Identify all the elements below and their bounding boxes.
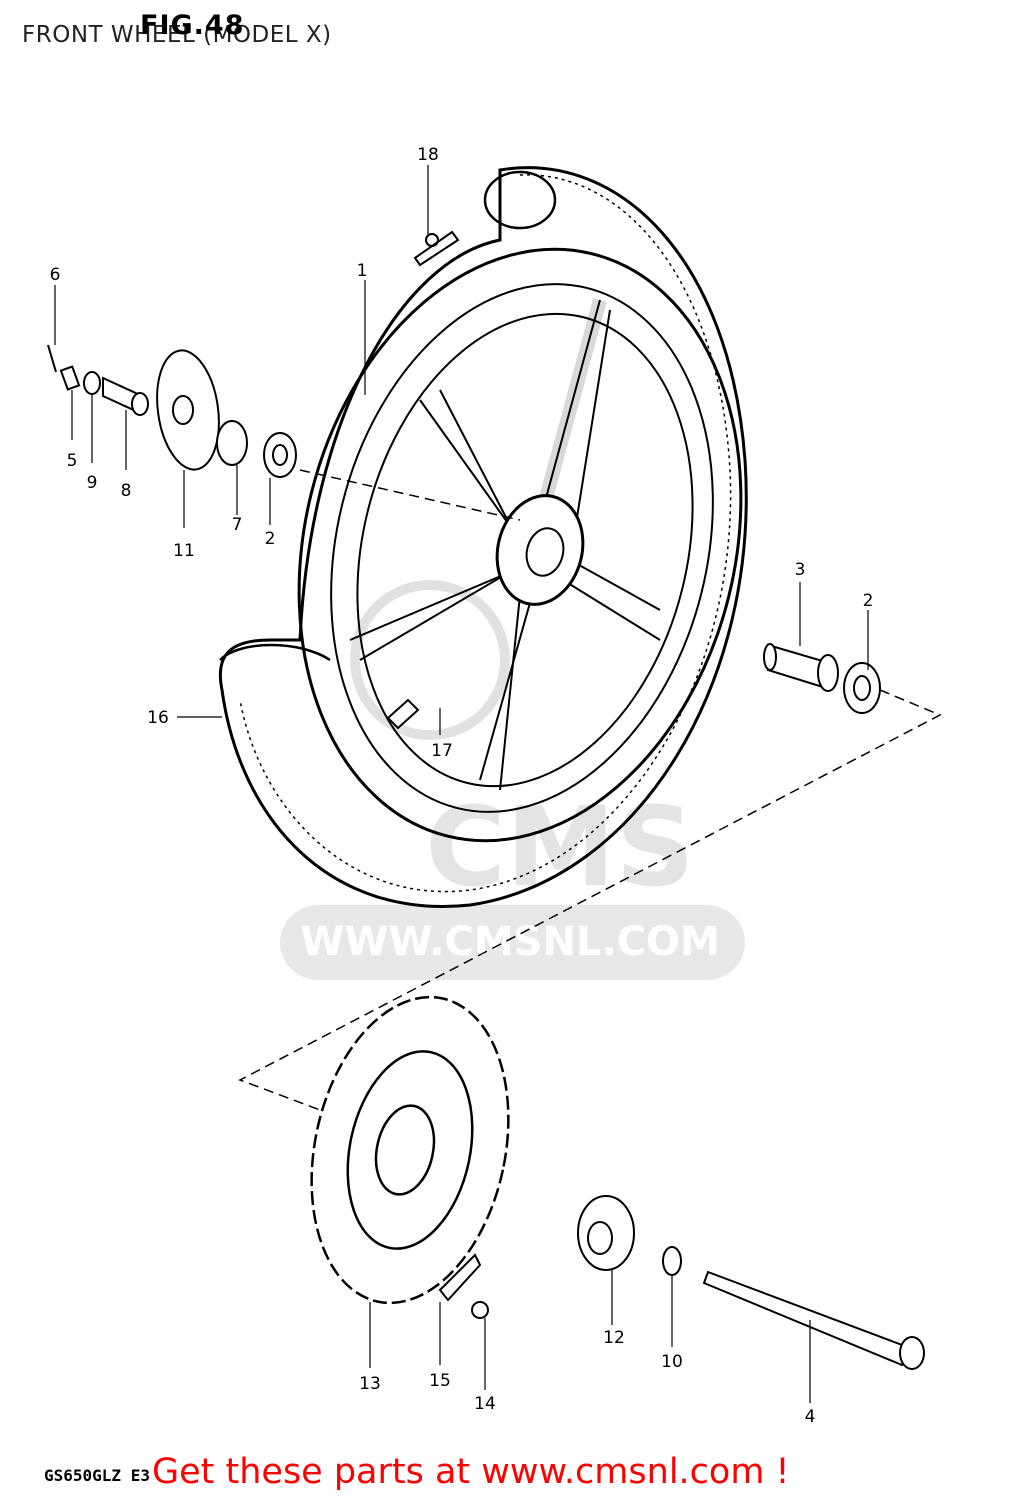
figure-number: FIG.48: [140, 10, 245, 41]
callout-7: 7: [232, 515, 243, 535]
callout-12: 12: [603, 1328, 625, 1348]
callout-9: 9: [87, 473, 98, 493]
callout-17: 17: [431, 741, 453, 761]
callout-2-left: 2: [265, 529, 276, 549]
air-valve: [413, 230, 460, 267]
callout-4: 4: [805, 1407, 816, 1427]
callout-10: 10: [661, 1352, 683, 1372]
cast-wheel-rim: [297, 247, 743, 843]
callout-14: 14: [474, 1394, 496, 1414]
model-code: GS650GLZ E3: [44, 1466, 150, 1485]
callout-1: 1: [357, 261, 368, 281]
watermark-logo: CMS: [425, 783, 694, 911]
cms-watermark: WWW.CMSNL.COM CMS: [280, 580, 745, 980]
assembly-lines: [238, 469, 942, 1111]
callout-13: 13: [359, 1374, 381, 1394]
callout-6: 6: [50, 265, 61, 285]
callout-15: 15: [429, 1371, 451, 1391]
leader-lines: [54, 165, 869, 1403]
page-title: FRONT WHEEL (MODEL X): [22, 22, 332, 48]
callout-18: 18: [417, 145, 439, 165]
brake-disc: [310, 995, 510, 1319]
right-hub-components: [763, 643, 881, 714]
watermark-url: WWW.CMSNL.COM: [300, 919, 720, 965]
left-hub-components: [47, 344, 297, 478]
callout-16: 16: [147, 708, 169, 728]
get-parts-link[interactable]: Get these parts at www.cmsnl.com !: [152, 1452, 790, 1492]
callout-5: 5: [67, 451, 78, 471]
callout-11: 11: [173, 541, 195, 561]
callout-2-right: 2: [863, 591, 874, 611]
tire-valve: [386, 698, 420, 730]
callout-8: 8: [121, 481, 132, 501]
tire: [218, 166, 748, 908]
callout-3: 3: [795, 560, 806, 580]
callout-numbers: 18 1 6 5 9 8 11 7 2 3 2 16 17 13 15 14 1…: [50, 145, 874, 1427]
left-spacer-and-axle: [577, 1195, 925, 1370]
